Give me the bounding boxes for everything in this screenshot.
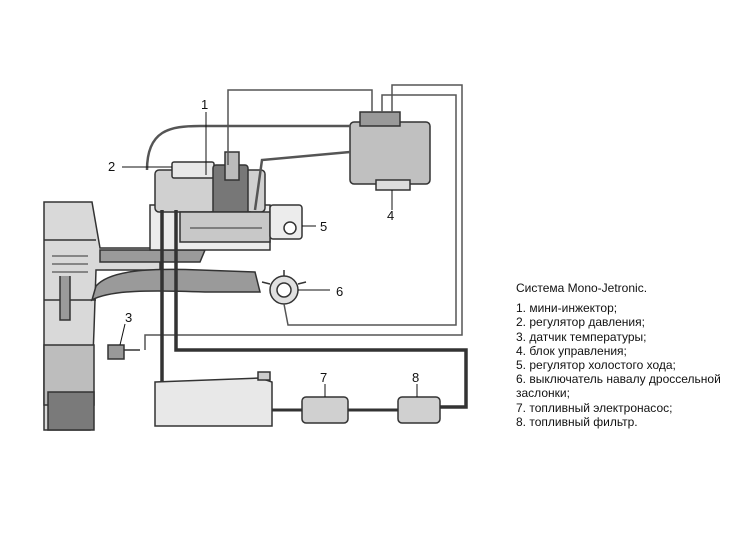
legend-item: 1. мини-инжектор; — [516, 301, 618, 316]
callout-1: 1 — [201, 97, 208, 112]
callout-3: 3 — [125, 310, 132, 325]
fuel-lines — [160, 210, 468, 412]
fuel-tank — [154, 371, 273, 427]
callout-5: 5 — [320, 219, 327, 234]
leader-lines — [119, 112, 418, 397]
callout-8: 8 — [412, 370, 419, 385]
callout-2: 2 — [108, 159, 115, 174]
legend-item: 8. топливный фильтр. — [516, 414, 638, 429]
control-unit — [349, 111, 431, 191]
legend-item: 2. регулятор давления; — [516, 315, 645, 330]
throttle-switch — [261, 270, 307, 305]
legend-item: 3. датчик температуры; — [516, 329, 647, 344]
idle-speed-regulator — [269, 204, 303, 240]
callout-4: 4 — [387, 208, 394, 223]
legend-item: 4. блок управления; — [516, 343, 627, 358]
fuel-filter — [397, 396, 441, 424]
legend: Система Mono-Jetronic. 1. мини-инжектор;… — [516, 281, 742, 429]
wiring-harness — [144, 84, 463, 350]
fuel-pump — [301, 396, 349, 424]
throttle-body — [154, 151, 271, 243]
legend-item: 6. выключатель навалу дроссельной заслон… — [516, 372, 721, 401]
temperature-sensor — [107, 344, 140, 360]
legend-item: 7. топливный электронасос; — [516, 400, 673, 415]
callout-6: 6 — [336, 284, 343, 299]
legend-item: 5. регулятор холостого хода; — [516, 358, 676, 373]
callout-7: 7 — [320, 370, 327, 385]
legend-list: 1. мини-инжектор; 2. регулятор давления;… — [516, 301, 742, 429]
engine-block — [43, 201, 161, 431]
legend-title: Система Mono-Jetronic. — [516, 281, 648, 295]
